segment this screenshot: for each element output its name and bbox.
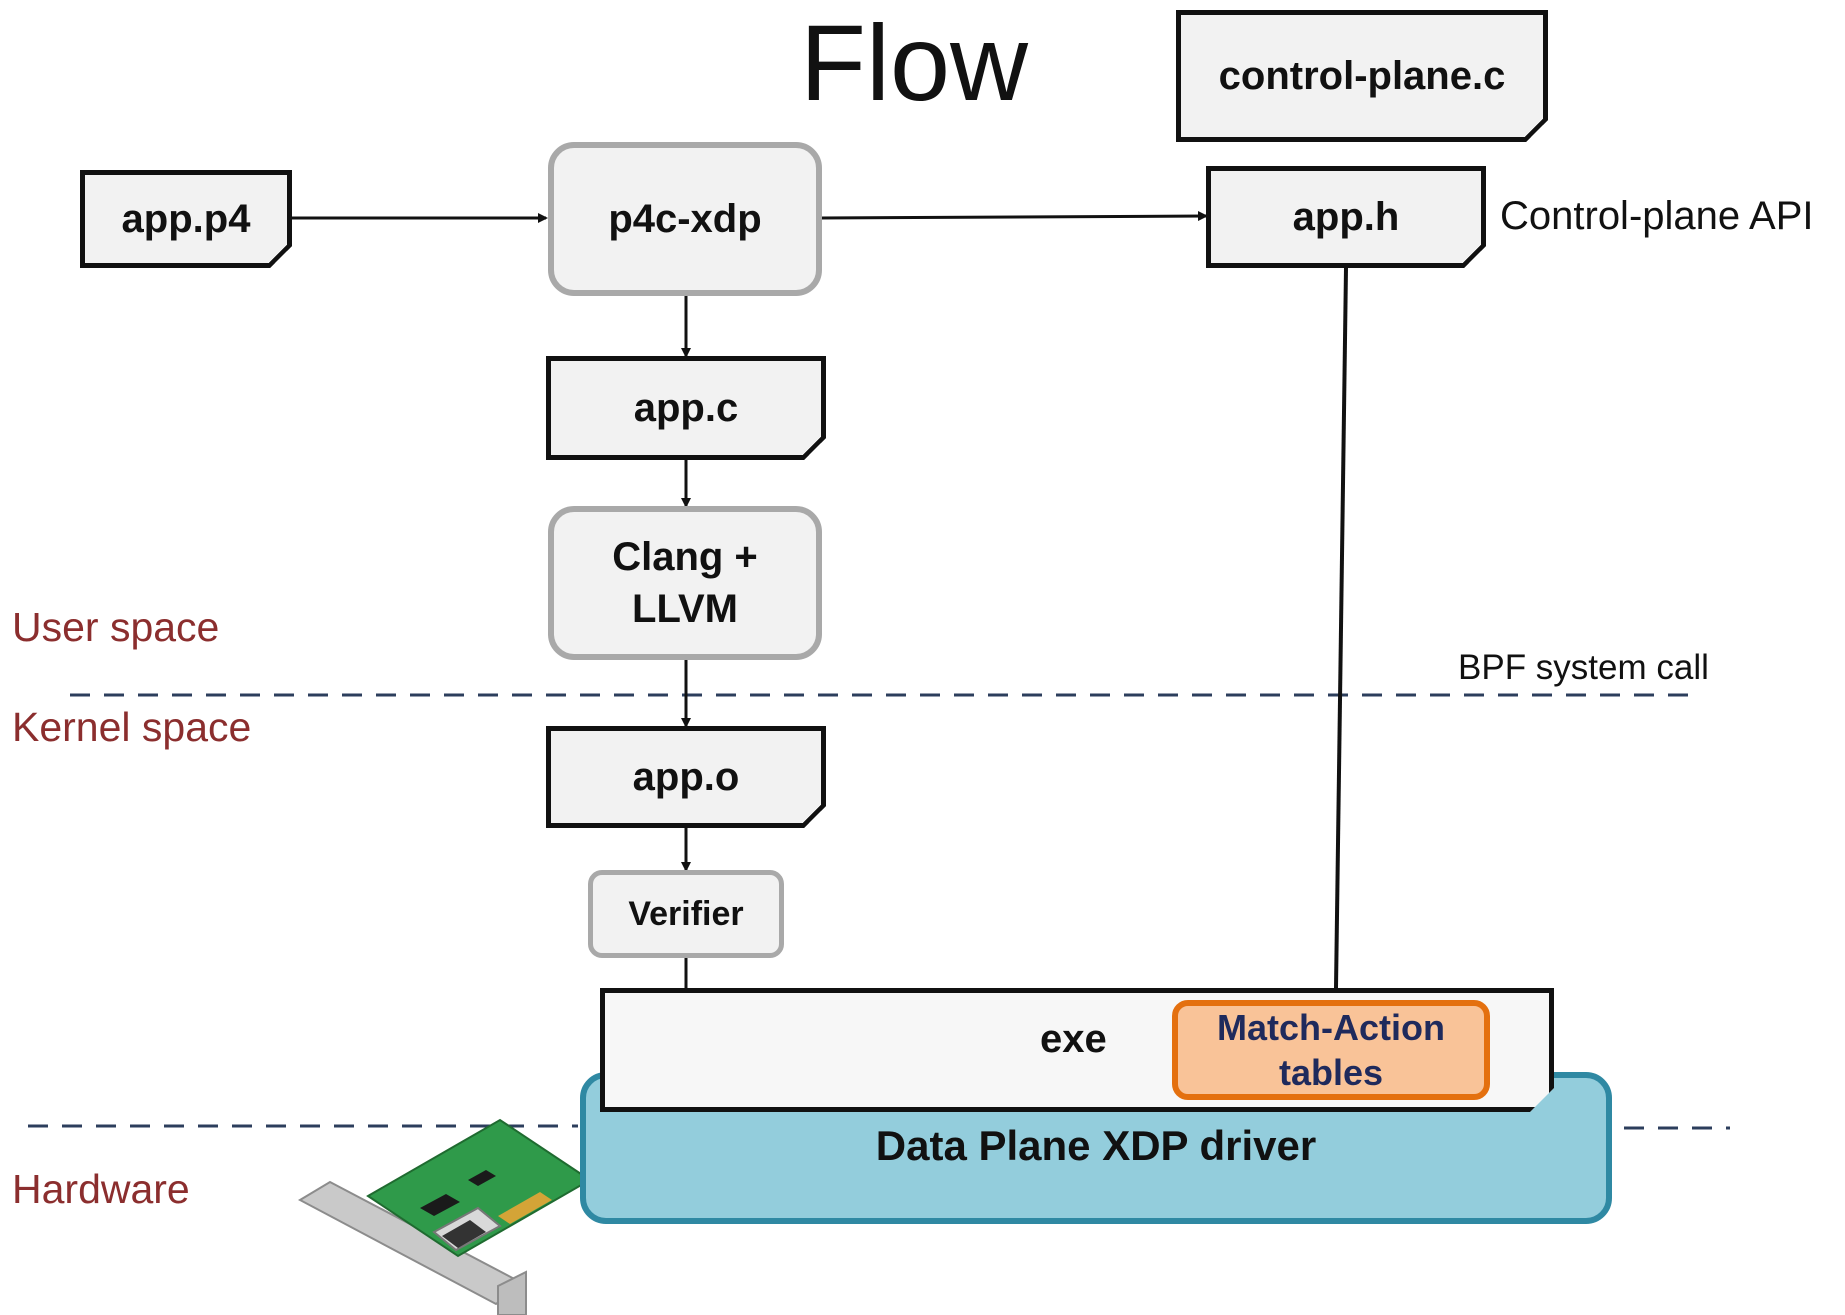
match-action-line1: Match-Action xyxy=(1217,1007,1445,1048)
verifier: Verifier xyxy=(588,870,784,958)
control-plane-c-file: control-plane.c xyxy=(1176,10,1548,142)
bpf-system-call-label: BPF system call xyxy=(1458,648,1709,687)
exe-label: exe xyxy=(1040,1017,1107,1061)
xdp-driver-label: Data Plane XDP driver xyxy=(875,1122,1317,1169)
line-app-h-to-tables xyxy=(1334,267,1348,989)
p4c-xdp-compiler: p4c-xdp xyxy=(548,142,822,296)
match-action-tables: Match-Action tables xyxy=(1172,1000,1490,1100)
app-h-file: app.h xyxy=(1206,166,1486,268)
clang-llvm-line2: LLVM xyxy=(632,587,738,631)
app-c-file: app.c xyxy=(546,356,826,460)
match-action-line2: tables xyxy=(1278,1052,1384,1093)
clang-llvm-line1: Clang + xyxy=(612,535,758,579)
app-o-file: app.o xyxy=(546,726,826,828)
user-space-label: User space xyxy=(12,604,220,650)
page-title: Flow xyxy=(800,2,1029,123)
arrow-p4c-xdp-to-app-h xyxy=(819,211,1208,222)
clang-llvm-compiler: Clang + LLVM xyxy=(548,506,822,660)
network-interface-card-icon xyxy=(297,1118,592,1315)
control-plane-api-label: Control-plane API xyxy=(1500,194,1814,238)
kernel-space-label: Kernel space xyxy=(12,704,252,750)
hardware-label: Hardware xyxy=(12,1166,190,1212)
app-p4-file: app.p4 xyxy=(80,170,292,268)
